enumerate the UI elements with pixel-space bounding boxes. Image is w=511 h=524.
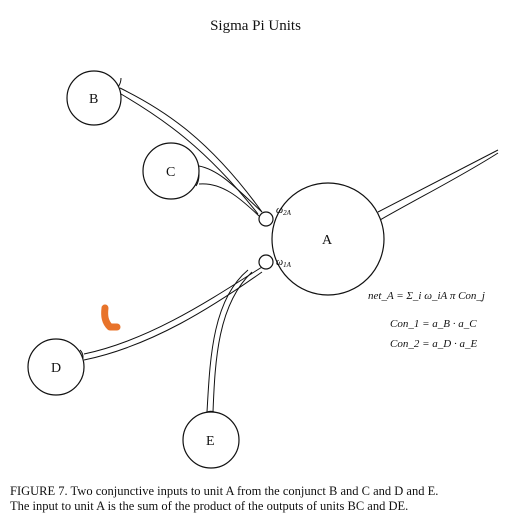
unit-b-label: B <box>89 92 98 107</box>
weight-1a-subscript: 1A <box>283 261 292 269</box>
equation-con1: Con_1 = a_B · a_C <box>390 318 477 330</box>
fiber-e-to-a <box>206 269 249 413</box>
unit-d-circle <box>27 338 85 396</box>
network-diagram: A B C D E ω2A ω1A <box>27 70 499 469</box>
fiber-d-to-a <box>83 266 263 355</box>
axon-out-inner <box>379 152 499 221</box>
fiber-c-to-a <box>198 165 263 213</box>
axon-out <box>377 149 499 213</box>
caption-line-2: The input to unit A is the sum of the pr… <box>10 499 409 513</box>
weight-2a-label: ω2A <box>276 205 292 217</box>
equation-con2: Con_2 = a_D · a_E <box>390 338 478 350</box>
figure-caption: FIGURE 7. Two conjunctive inputs to unit… <box>10 484 505 514</box>
dendrite-knob-2a <box>258 211 274 227</box>
unit-e-circle <box>182 411 240 469</box>
equation-net: net_A = Σ_i ω_iA π Con_j <box>368 290 485 302</box>
fiber-c-to-a-inner <box>198 183 260 217</box>
fiber-e-to-a-inner <box>212 271 253 413</box>
unit-a-circle <box>271 182 385 296</box>
weight-1a-label: ω1A <box>276 257 292 269</box>
unit-c-label: C <box>166 165 175 180</box>
orange-annotation-mark <box>101 304 121 331</box>
dendrite-knob-1a <box>258 254 274 270</box>
diagram-title: Sigma Pi Units <box>210 18 301 34</box>
unit-d-label: D <box>51 361 61 376</box>
unit-e-label: E <box>206 434 215 449</box>
fiber-d-to-a-inner <box>83 271 263 361</box>
weight-2a-symbol: ω <box>276 205 283 216</box>
caption-line-1: FIGURE 7. Two conjunctive inputs to unit… <box>10 484 439 498</box>
weight-1a-symbol: ω <box>276 257 283 268</box>
fiber-b-to-a <box>119 87 263 213</box>
weight-2a-subscript: 2A <box>283 209 292 217</box>
unit-c-circle <box>142 142 200 200</box>
unit-b-circle <box>66 70 122 126</box>
unit-a-label: A <box>322 233 333 248</box>
